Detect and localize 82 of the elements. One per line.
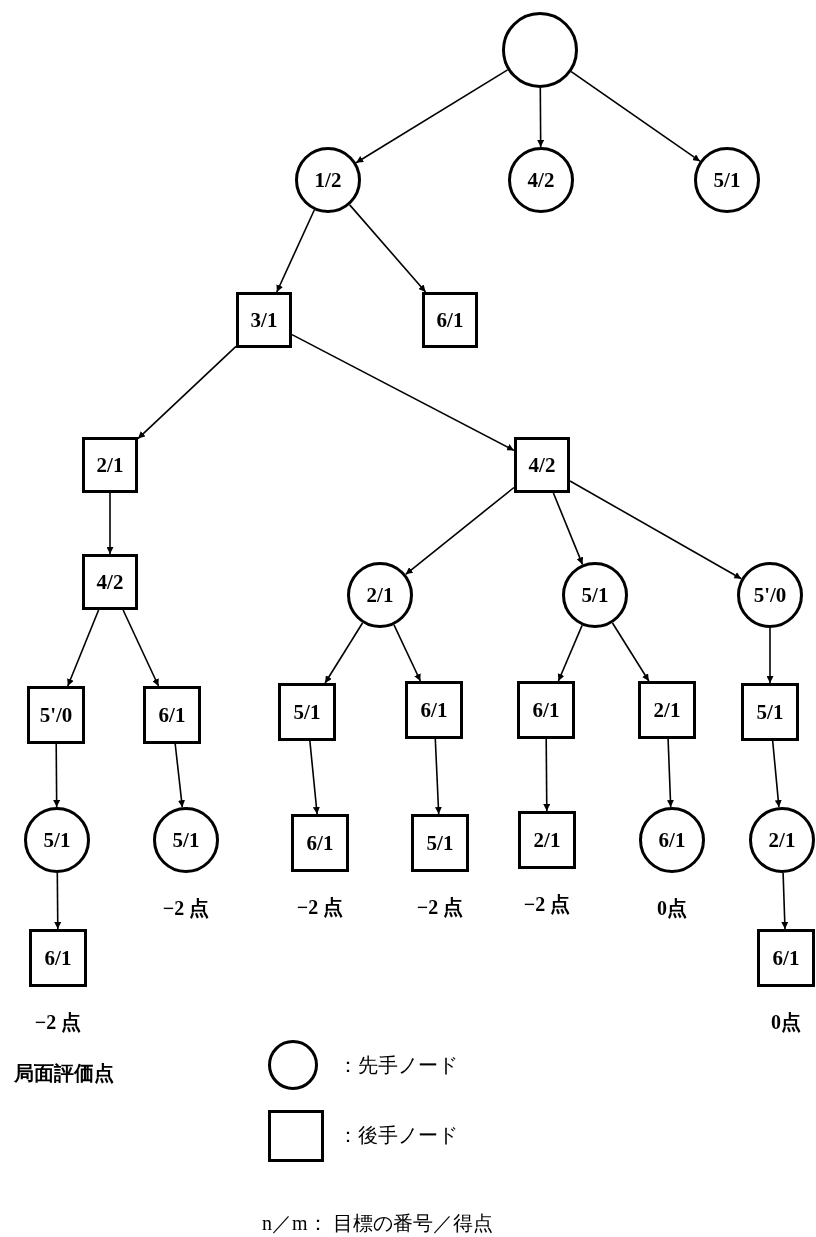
node-label: 2/1 <box>96 452 124 478</box>
square-node <box>514 437 570 493</box>
square-node <box>741 683 799 741</box>
arrow <box>404 486 515 576</box>
node-label: 5/1 <box>713 167 741 193</box>
node-label: 6/1 <box>658 827 686 853</box>
arrow <box>781 872 789 930</box>
square-node <box>82 554 138 610</box>
node-label: 6/1 <box>306 830 334 856</box>
node-label: 3/1 <box>250 307 278 333</box>
arrow <box>569 480 743 580</box>
legend-label: ：後手ノード <box>338 1123 458 1148</box>
square-node <box>518 811 576 869</box>
square-node <box>236 292 292 348</box>
node-label: 5/1 <box>172 827 200 853</box>
arrow <box>557 624 583 682</box>
square-node <box>405 681 463 739</box>
node-label: 2/1 <box>653 697 681 723</box>
node-label: 1/2 <box>314 167 342 193</box>
arrow <box>666 738 674 808</box>
node-label: 5/1 <box>293 699 321 725</box>
node-label: 6/1 <box>420 697 448 723</box>
arrow <box>291 333 515 452</box>
square-node <box>422 292 478 348</box>
arrow <box>393 624 422 682</box>
arrow <box>348 204 427 293</box>
arrow <box>276 209 316 293</box>
arrow <box>324 622 364 684</box>
node-label: 5/1 <box>426 830 454 856</box>
arrow <box>174 743 185 808</box>
square-node <box>411 814 469 872</box>
node-label: 6/1 <box>532 697 560 723</box>
arrow <box>570 70 701 162</box>
square-node <box>278 683 336 741</box>
node-label: 2/1 <box>366 582 394 608</box>
caption-label: 局面評価点 <box>14 1061 114 1086</box>
node-label: 6/1 <box>158 702 186 728</box>
score-label: −2 点 <box>416 895 464 920</box>
square-node <box>291 814 349 872</box>
node-label: 4/2 <box>527 167 555 193</box>
score-label: 0点 <box>771 1010 801 1035</box>
arrow <box>771 740 782 808</box>
arrow <box>355 69 509 164</box>
arrow <box>434 738 442 815</box>
score-label: −2 点 <box>523 892 571 917</box>
node-label: 5/1 <box>43 827 71 853</box>
arrow <box>552 492 584 566</box>
square-node <box>638 681 696 739</box>
legend-label: ：先手ノード <box>338 1053 458 1078</box>
node-label: 5/1 <box>581 582 609 608</box>
node-label: 2/1 <box>768 827 796 853</box>
node-label: 6/1 <box>772 945 800 971</box>
square-node <box>757 929 815 987</box>
arrow <box>766 627 774 684</box>
score-label: 0点 <box>657 896 687 921</box>
arrow <box>53 743 61 808</box>
node-label: 6/1 <box>436 307 464 333</box>
score-label: −2 点 <box>162 896 210 921</box>
node-label: 5'/0 <box>39 702 73 728</box>
node-label: 6/1 <box>44 945 72 971</box>
square-node <box>143 686 201 744</box>
score-label: −2 点 <box>34 1010 82 1035</box>
arrow <box>611 622 650 682</box>
arrow <box>122 609 160 687</box>
node-label: 2/1 <box>533 827 561 853</box>
square-node <box>517 681 575 739</box>
arrow <box>537 87 545 148</box>
score-label: −2 点 <box>296 895 344 920</box>
arrow <box>309 740 320 815</box>
square-node <box>82 437 138 493</box>
square-node <box>27 686 85 744</box>
node-label: 4/2 <box>528 452 556 478</box>
node-label: 5'/0 <box>753 582 787 608</box>
notation-note: n／m： 目標の番号／得点 <box>262 1211 493 1236</box>
square-node <box>29 929 87 987</box>
arrow <box>54 872 62 930</box>
arrow <box>67 609 100 687</box>
arrow <box>137 345 237 440</box>
node-label: 4/2 <box>96 569 124 595</box>
arrow <box>543 738 551 812</box>
node-label: 5/1 <box>756 699 784 725</box>
arrow <box>106 492 114 555</box>
